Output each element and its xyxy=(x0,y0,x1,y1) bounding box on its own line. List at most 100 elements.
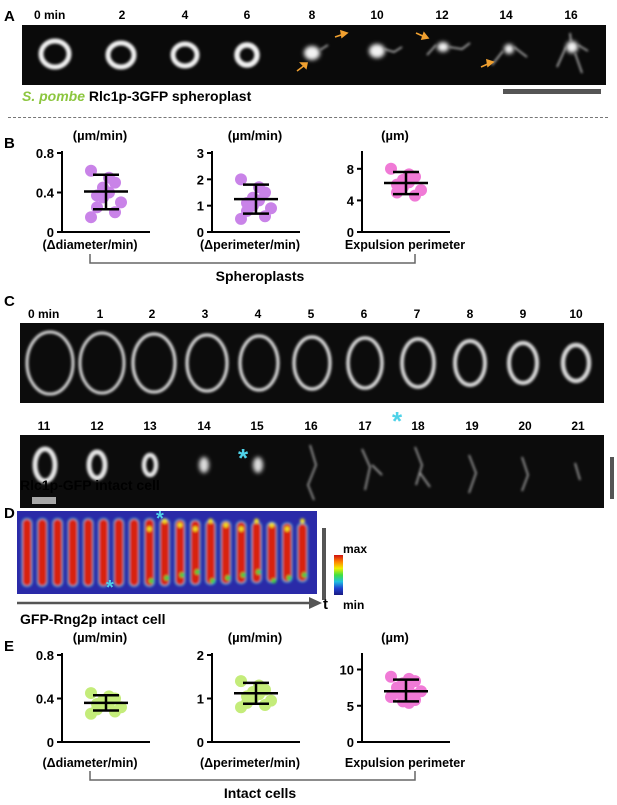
scale-bar-a xyxy=(503,89,601,94)
e2-unit: (µm/min) xyxy=(227,630,283,645)
asterisk-marker-c18: * xyxy=(392,406,403,436)
kymo-spot xyxy=(146,526,152,532)
e3-data-point xyxy=(385,670,397,683)
kymo-spot xyxy=(148,578,154,584)
kymo-spot xyxy=(284,526,290,532)
kymo-bar xyxy=(160,519,170,586)
kymo-bar xyxy=(129,519,139,586)
time-label-c-19: 19 xyxy=(465,419,479,433)
kymo-spot xyxy=(179,572,185,578)
kymo-bar xyxy=(206,520,216,585)
b3-tick-label-1: 4 xyxy=(347,193,355,208)
e3-tick-label-2: 10 xyxy=(340,663,354,678)
species-name: S. pombe xyxy=(22,88,86,104)
kymo-spot xyxy=(223,522,229,528)
b1-data-point xyxy=(115,196,127,209)
time-label-c-6: 6 xyxy=(360,307,368,321)
time-label-c-17: 17 xyxy=(358,419,372,433)
kymo-bar xyxy=(144,519,154,586)
time-axis-label: t xyxy=(323,596,328,613)
kymo-spot xyxy=(271,578,277,584)
time-label-a-7: 14 xyxy=(499,8,513,22)
e1-data-point xyxy=(85,687,97,700)
caption-a-rest: Rlc1p-3GFP spheroplast xyxy=(88,88,252,104)
group-label-b: Spheroplasts xyxy=(215,268,305,284)
time-label-c-8: 8 xyxy=(466,307,474,321)
kymo-bar xyxy=(221,521,231,584)
time-label-c-15: 15 xyxy=(250,419,264,433)
kymo-spot xyxy=(301,572,307,578)
kymo-bar xyxy=(68,519,78,586)
time-label-c-9: 9 xyxy=(519,307,527,321)
kymo-bar xyxy=(53,519,63,586)
asterisk-marker-d-end: * xyxy=(156,508,164,530)
group-bracket-e xyxy=(89,771,416,781)
kymo-bar xyxy=(175,519,185,586)
time-label-c-13: 13 xyxy=(143,419,157,433)
b1-data-point xyxy=(109,176,121,189)
intact-cell-timelapse-row1 xyxy=(20,323,604,403)
kymo-spot xyxy=(254,518,259,524)
kymo-bar xyxy=(114,519,124,586)
b3-xlabel: Expulsion perimeter xyxy=(344,238,466,252)
intact-cell-timelapse-row2 xyxy=(20,435,604,508)
time-label-c-18: 18 xyxy=(411,419,425,433)
b2-tick-label-0: 0 xyxy=(197,225,204,240)
b1-tick-label-0: 0 xyxy=(47,225,54,240)
b1-tick-label-1: 0.4 xyxy=(36,186,55,201)
time-label-c-4: 4 xyxy=(254,307,262,321)
e2-xlabel: (Δperimeter/min) xyxy=(200,756,300,770)
b3-data-point xyxy=(409,189,421,202)
kymo-spot xyxy=(225,575,231,581)
kymo-bar xyxy=(282,523,292,582)
time-label-c-7: 7 xyxy=(413,307,421,321)
e1-tick-label-1: 0.4 xyxy=(36,692,55,707)
time-label-a-1: 2 xyxy=(118,8,126,22)
time-label-c-3: 3 xyxy=(201,307,209,321)
time-label-c-16: 16 xyxy=(304,419,318,433)
kymo-spot xyxy=(238,526,244,532)
asterisk-marker-c15: * xyxy=(238,443,249,473)
kymo-spot xyxy=(192,526,198,532)
e2-tick-label-1: 1 xyxy=(197,692,204,707)
kymo-spot xyxy=(240,572,246,578)
b2-data-point xyxy=(259,210,271,223)
panel-letter-d: D xyxy=(4,505,15,522)
kymo-bar xyxy=(236,521,246,584)
b2-tick-label-1: 1 xyxy=(197,199,204,214)
b1-data-point xyxy=(85,211,97,224)
color-scale-max: max xyxy=(343,542,368,556)
time-label-c-5: 5 xyxy=(307,307,315,321)
panel-letter-c: C xyxy=(4,293,15,310)
asterisk-marker-d-start: * xyxy=(106,577,114,599)
time-label-a-6: 12 xyxy=(435,8,449,22)
b2-tick-label-3: 3 xyxy=(197,146,204,161)
kymograph-rng2p xyxy=(17,511,317,594)
kymo-bar xyxy=(99,519,108,586)
b2-xlabel: (Δperimeter/min) xyxy=(200,238,300,252)
kymo-spot xyxy=(269,522,275,528)
time-label-c-21: 21 xyxy=(571,419,585,433)
e3-unit: (µm) xyxy=(381,630,409,645)
scale-bar-c xyxy=(610,457,614,499)
spheroplast-timelapse-strip xyxy=(22,25,606,85)
e2-data-point xyxy=(259,699,271,712)
kymo-spot xyxy=(162,518,168,524)
group-bracket-b xyxy=(89,254,416,264)
b2-tick-label-2: 2 xyxy=(197,172,204,187)
e2-tick-label-2: 2 xyxy=(197,648,204,663)
kymo-bar xyxy=(252,522,261,583)
kymo-spot xyxy=(164,575,170,581)
e1-unit: (µm/min) xyxy=(72,630,128,645)
e3-xlabel: Expulsion perimeter xyxy=(344,756,466,770)
time-label-c-1: 1 xyxy=(96,307,104,321)
kymo-spot xyxy=(177,522,183,528)
kymo-bar xyxy=(267,522,277,583)
plot-e-perimeter-rate: 012 xyxy=(197,648,300,750)
time-label-c-0: 0 min xyxy=(28,307,60,321)
b3-unit: (µm) xyxy=(381,128,409,143)
section-divider xyxy=(8,117,608,118)
kymo-spot xyxy=(210,578,216,584)
caption-c: Rlc1p-GFP intact cell xyxy=(20,477,160,493)
